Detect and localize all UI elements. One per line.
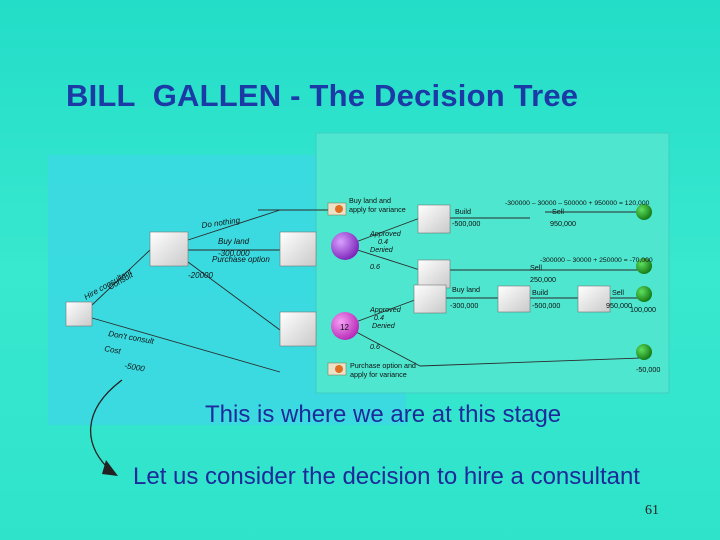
chance-node-approval-1 <box>331 232 359 260</box>
label-denied-prob-2: 0.6 <box>370 342 380 351</box>
label-cost-value: -5000 <box>124 361 146 374</box>
label-approved-prob-2: 0.4 <box>374 313 384 322</box>
caption-consider-consultant: Let us consider the decision to hire a c… <box>133 463 640 490</box>
terminal-node-4 <box>636 344 652 360</box>
arrowhead-icon <box>102 460 118 476</box>
land-variance-icon <box>327 202 347 216</box>
label-buy-land-left: Buy land <box>218 237 250 246</box>
label-purchase-option-cost: -20000 <box>188 271 213 280</box>
right-tree-panel <box>316 133 669 393</box>
label-sell-2-value: 250,000 <box>530 275 556 284</box>
label-buy-land-cost-left: -300,000 <box>218 249 250 258</box>
label-denied-prob-1: 0.6 <box>370 262 380 271</box>
label-buy-land-apply-2: apply for variance <box>349 205 406 214</box>
label-build-2-cost: -500,000 <box>532 301 560 310</box>
label-buy-land-2-cost: -300,000 <box>450 301 478 310</box>
label-denied-1: Denied <box>370 245 394 254</box>
label-approved-2: Approved <box>369 305 402 314</box>
label-payoff-2: -300000 – 30000 + 250000 = -70,000 <box>540 257 653 264</box>
decision-node-build-2 <box>497 285 531 313</box>
decision-node-upper <box>279 231 317 267</box>
label-build-1: Build <box>455 207 471 216</box>
decision-node-lower <box>279 311 317 347</box>
label-build-2: Build <box>532 288 548 297</box>
label-cost: Cost <box>104 344 123 356</box>
chance-node-value: 12 <box>340 323 349 332</box>
label-sell-3: Sell <box>612 288 624 297</box>
label-approved-prob-1: 0.4 <box>378 237 388 246</box>
curved-arrow-icon <box>90 379 123 473</box>
label-purchase-option: Purchase option <box>212 255 270 264</box>
label-purchase-apply-2: apply for variance <box>350 370 407 379</box>
purchase-variance-icon <box>327 362 347 376</box>
decision-node-consult <box>149 231 189 267</box>
terminal-node-3 <box>636 286 652 302</box>
terminal-node-2 <box>636 258 652 274</box>
label-payoff-4: -50,000 <box>636 365 660 374</box>
caption-current-stage: This is where we are at this stage <box>205 401 562 428</box>
label-payoff-3: 100,000 <box>630 305 656 314</box>
decision-node-buy-land-2 <box>413 284 447 314</box>
label-sell-1: Sell <box>552 207 564 216</box>
label-sell-2: Sell <box>530 263 542 272</box>
label-payoff-1: -300000 – 30000 – 500000 + 950000 = 120,… <box>505 200 650 207</box>
terminal-node-1 <box>636 204 652 220</box>
label-build-1-cost: -500,000 <box>452 219 480 228</box>
decision-node-sell-3 <box>577 285 611 313</box>
decision-node-build-1 <box>417 204 451 234</box>
label-purchase-apply-1: Purchase option and <box>350 361 416 370</box>
label-buy-land-2: Buy land <box>452 285 480 294</box>
slide-title: BILL GALLEN - The Decision Tree <box>66 78 579 113</box>
decision-node-sell-2 <box>417 259 451 289</box>
label-sell-3-value: 950,000 <box>606 301 632 310</box>
label-denied-2: Denied <box>372 321 396 330</box>
label-sell-1-value: 950,000 <box>550 219 576 228</box>
label-buy-land-apply-1: Buy land and <box>349 196 391 205</box>
chance-node-approval-2 <box>331 312 359 340</box>
label-approved-1: Approved <box>369 229 402 238</box>
root-decision-node <box>65 301 93 327</box>
page-number: 61 <box>645 503 659 518</box>
